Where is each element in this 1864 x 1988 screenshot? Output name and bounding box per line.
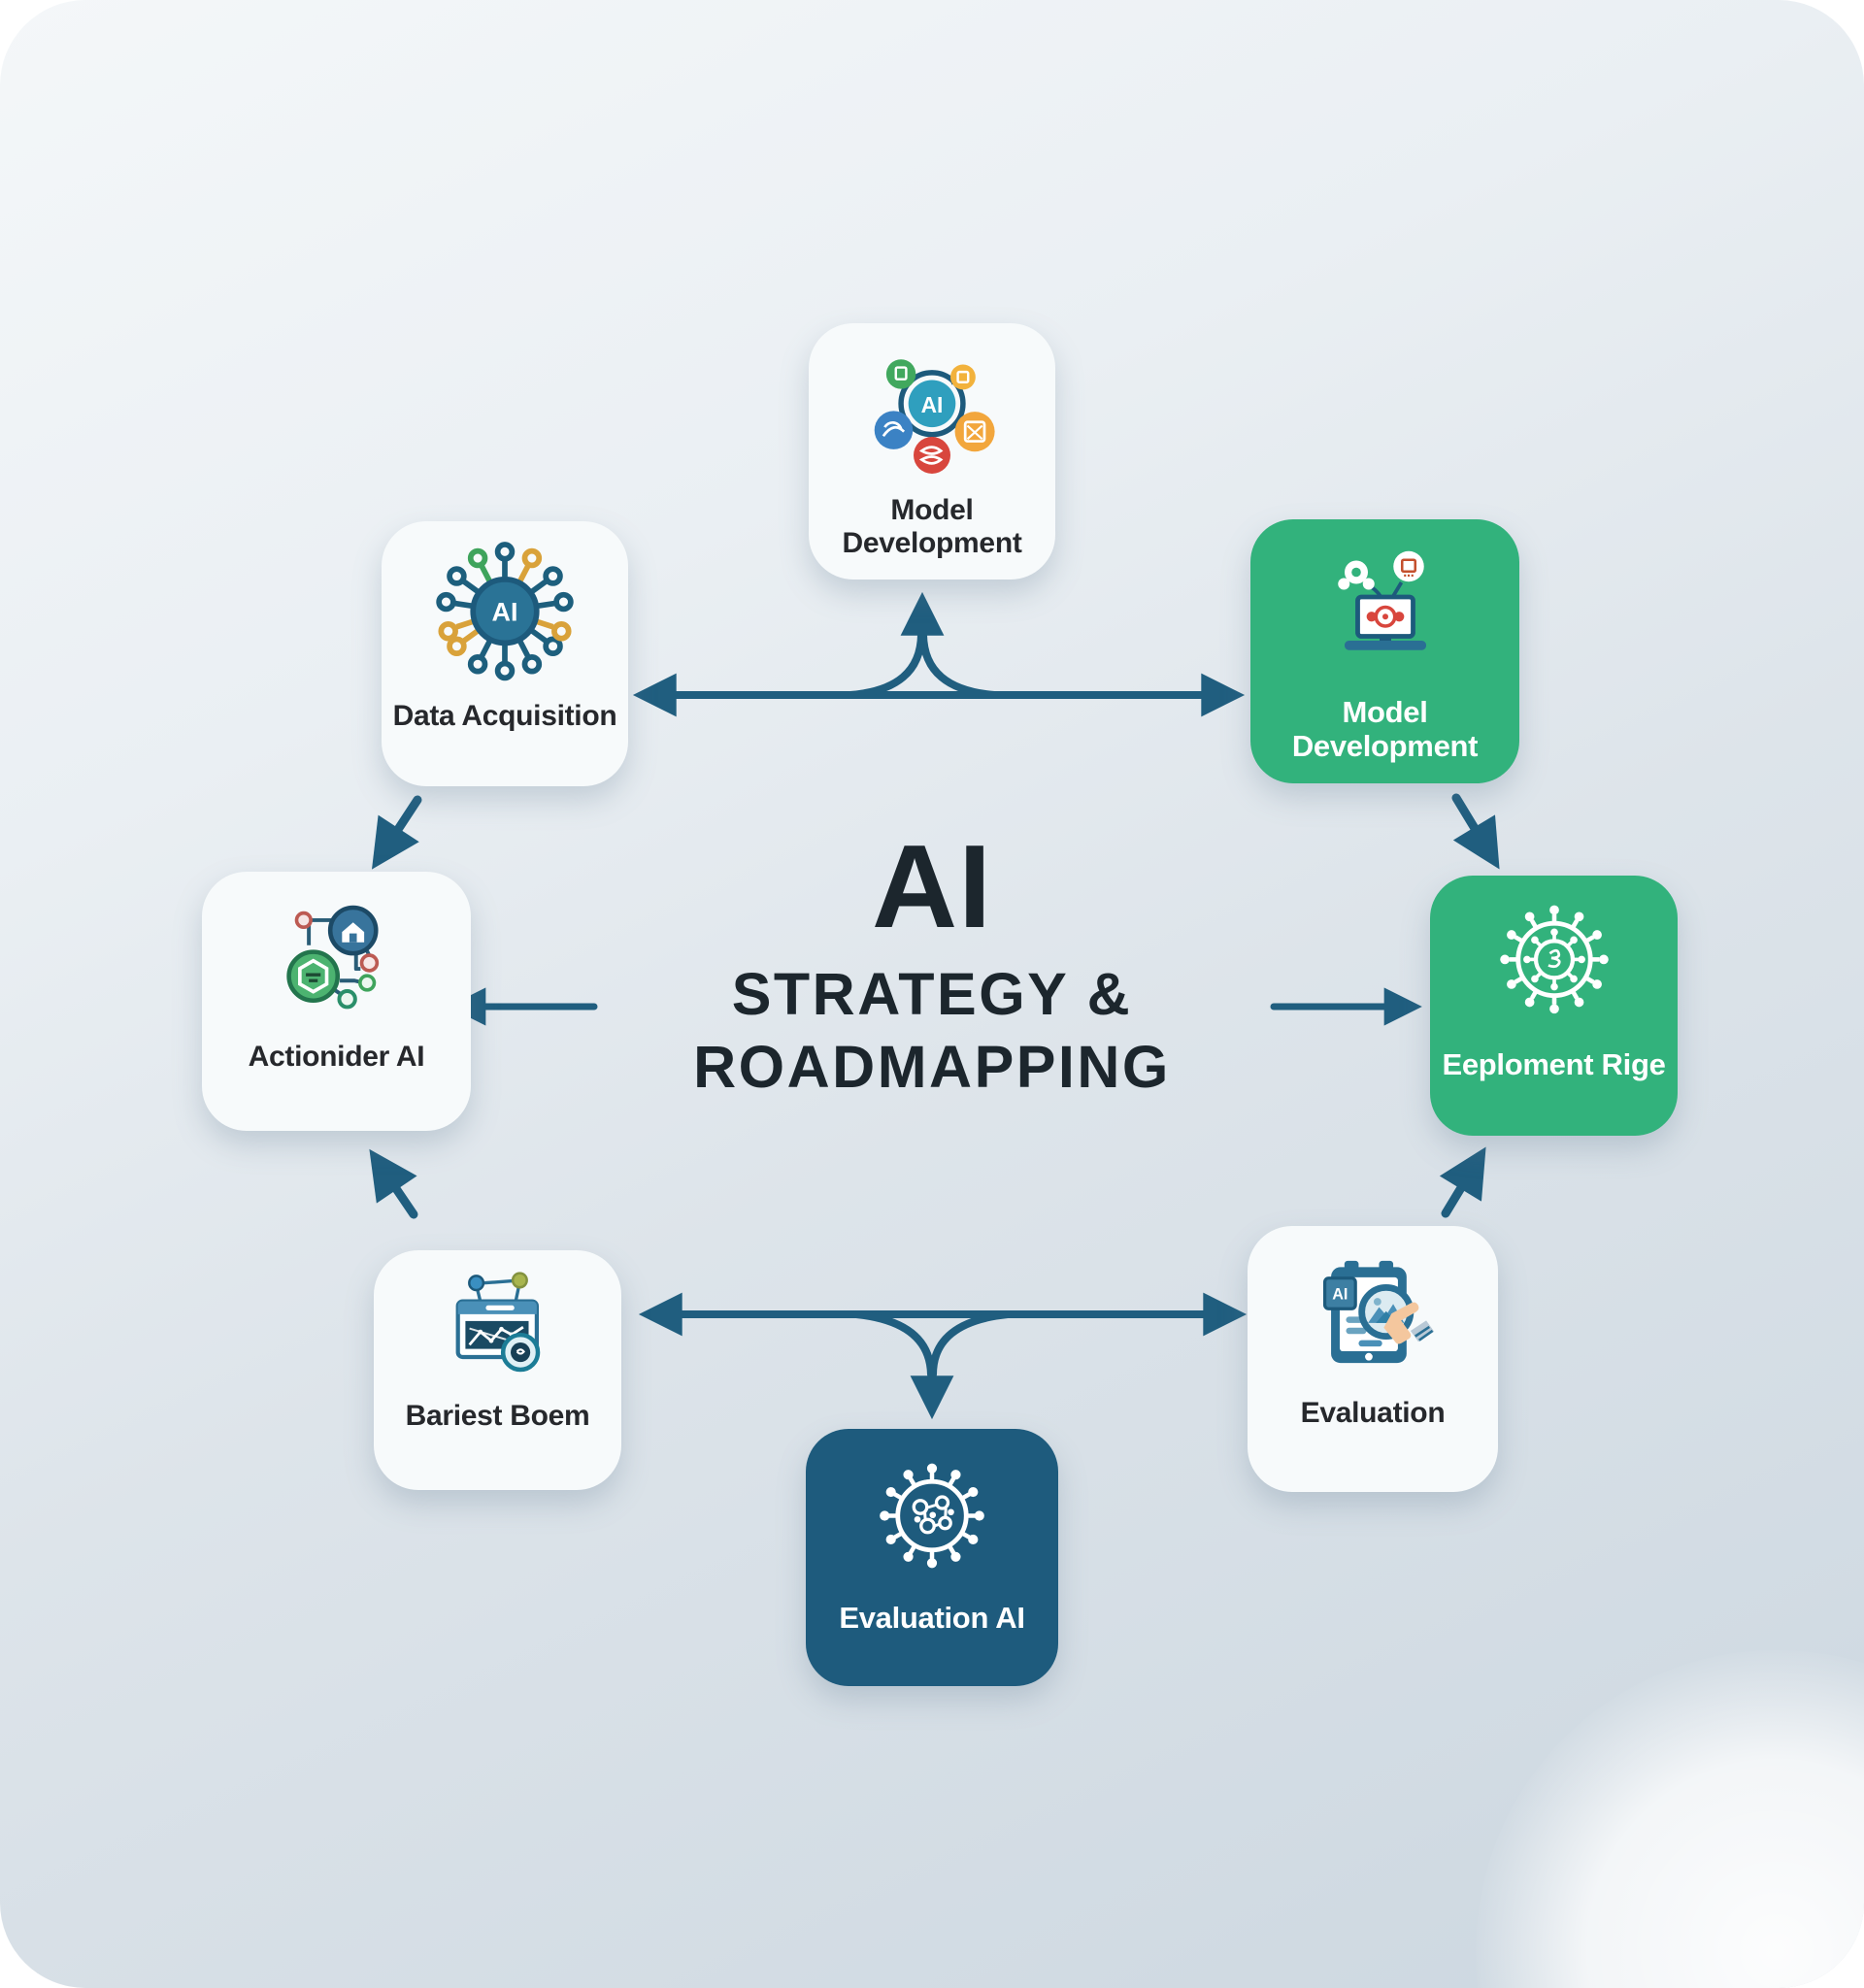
node-data-acquisition: AI Data Acquisition <box>382 521 628 786</box>
arrow-bottom-fork-curves <box>852 1310 1012 1378</box>
node-evaluation: AI Evaluation <box>1248 1226 1498 1492</box>
node-model-development-top: AI Model Development <box>809 323 1055 580</box>
analytics-window-icon <box>455 1272 540 1373</box>
node-label: Model Development <box>842 494 1022 559</box>
title-line-roadmapping: ROADMAPPING <box>693 1034 1171 1101</box>
ai-node-spokes-icon: AI <box>436 542 574 681</box>
clipboard-magnifier-icon: AI <box>1322 1260 1435 1364</box>
laptop-robot-icon <box>1337 550 1426 650</box>
arrow-bariest-to-actionider <box>369 1148 418 1219</box>
page-title: AI STRATEGY & ROADMAPPING <box>447 827 1417 1103</box>
ai-network-colorful-icon: AI <box>874 359 995 474</box>
title-line-strategy: STRATEGY & <box>731 961 1133 1027</box>
node-label: Eeploment Rige <box>1442 1047 1666 1081</box>
node-model-development-green: Model Development <box>1250 519 1519 783</box>
node-bariest-boem: Bariest Boem <box>374 1250 621 1490</box>
node-label: Data Acquisition <box>392 700 617 732</box>
ai-monogram: AI <box>492 598 518 627</box>
node-label: Evaluation AI <box>839 1601 1025 1635</box>
node-label: Bariest Boem <box>405 1400 590 1432</box>
ai-monogram: AI <box>1332 1286 1348 1304</box>
ai-monogram: AI <box>921 392 944 417</box>
node-label: Actionider AI <box>248 1041 425 1073</box>
node-actionider-ai: Actionider AI <box>202 872 471 1131</box>
arrow-top-fork-curves <box>847 631 998 699</box>
node-evaluation-ai: Evaluation AI <box>806 1429 1058 1686</box>
circuit-nodes-icon <box>285 905 379 1010</box>
title-line-ai: AI <box>872 820 992 952</box>
node-label: Evaluation <box>1300 1397 1446 1429</box>
arrow-modeldev-to-eeploment <box>1451 793 1500 870</box>
arrow-dataacq-to-actionider <box>372 795 422 870</box>
arrow-evaluation-to-eeploment <box>1439 1146 1486 1218</box>
node-label: Model Development <box>1291 695 1479 763</box>
node-eeploment-rige: Eeploment Rige <box>1430 876 1678 1136</box>
network-wheel-outline-icon <box>880 1463 984 1569</box>
gear-wheel-outline-icon <box>1499 905 1609 1014</box>
